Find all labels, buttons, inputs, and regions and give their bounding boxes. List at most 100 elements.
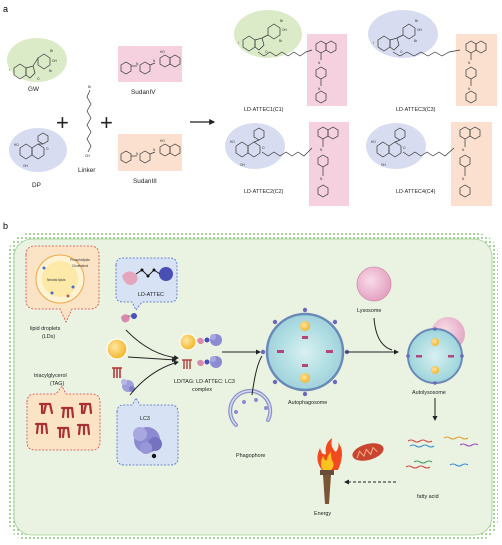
panel-a-label: a [3, 4, 8, 14]
sudan-iii-box [118, 134, 182, 171]
linker-oh: OH [85, 154, 90, 158]
arrow-lysosome-join [373, 317, 393, 351]
ld-attec-label: LD-ATTEC [138, 292, 164, 298]
linker-label: Linker [78, 167, 96, 174]
tag-icon [112, 367, 122, 378]
c4-n1: N [462, 148, 465, 152]
attec-blue-head [159, 267, 173, 281]
linker-br: Br [88, 85, 92, 89]
tag-zoom-bubble [26, 385, 101, 451]
ld-tag-attec-lc3-complex [179, 333, 222, 369]
c2-o: O [262, 146, 265, 150]
attec-pink-head [122, 271, 138, 285]
energy-torch-icon [317, 438, 342, 504]
autolysosome [406, 317, 465, 385]
tag-label-l2: (TAG) [50, 381, 64, 387]
sudan-iv-molecule: N N HO [118, 46, 182, 82]
gw-br-top: Br [50, 49, 54, 53]
c1-n1: N [318, 61, 321, 65]
product-c3-label: LD·ATTEC3(C3) [396, 107, 436, 113]
product-c4: HO OH O N N [366, 122, 492, 206]
c2-oh: OH [240, 163, 245, 167]
sudan-iii-molecule: N N HO [118, 134, 182, 171]
dp-ho: HO [14, 143, 19, 147]
ld-zoom-bubble: Neutral lipids Phospholipids Cholesterol [25, 245, 100, 323]
c1-br-top: Br [280, 19, 284, 23]
product-c3: I Br OH Br O N N [368, 10, 497, 106]
c4-o: O [403, 146, 406, 150]
dp-o: O [46, 147, 49, 151]
complex-label-l2: complex [192, 387, 212, 393]
energy-label: Energy [314, 511, 331, 517]
tag-label-l1: triacylglycerol [34, 373, 67, 379]
c4-oh: OH [381, 163, 386, 167]
lipid-droplets-label-l2: (LDs) [42, 334, 55, 340]
product-c1: I Br OH Br O N N [234, 10, 347, 106]
c2-n1: N [320, 148, 323, 152]
phospholipids-label: Phospholipids [70, 258, 90, 262]
fatty-acid-chains [405, 436, 479, 469]
c4-dp-highlight [366, 123, 426, 169]
phagophore-label: Phagophore [236, 453, 265, 459]
c4-n2: N [462, 177, 465, 181]
ld-attec-bubble: LD-ATTEC [115, 257, 178, 311]
sudan-iii-n2: N [153, 148, 156, 152]
dp-label: DP [32, 182, 41, 189]
neutral-lipids-label: Neutral lipids [47, 278, 66, 282]
cholesterol-label: Cholesterol [72, 264, 88, 268]
c4-sudan-box [451, 122, 492, 206]
lc3-bubble: LC3 [116, 397, 179, 466]
c1-br-bottom: Br [279, 39, 283, 43]
c1-o: O [265, 50, 268, 54]
c2-sudan-box [309, 122, 349, 206]
sudan-iv-n2: N [153, 59, 156, 63]
sudan-iv-box [118, 46, 182, 82]
c3-o: O [400, 50, 403, 54]
lysosome [356, 266, 392, 302]
linker-molecule: Br OH Linker [78, 85, 96, 174]
c3-oh: OH [417, 28, 422, 32]
autolysosome-label: Autolysosome [412, 390, 446, 396]
autophagosome-label: Autophagosome [288, 400, 327, 406]
gw-oh: OH [52, 59, 57, 63]
arrow-lc3-to-complex [129, 360, 179, 396]
c4-ho: HO [371, 140, 376, 144]
fatty-acid-label: fatty acid [417, 494, 439, 500]
ld-attec-small-icon [121, 313, 137, 323]
product-c2: HO OH O N N [225, 122, 349, 206]
dp-molecule: HO OH O DP [9, 128, 67, 189]
c3-n2: N [468, 87, 471, 91]
lc3-label: LC3 [140, 416, 150, 422]
c1-oh: OH [282, 28, 287, 32]
plus-sign-2: + [100, 110, 113, 135]
lysosome-label: Lysosome [357, 308, 381, 314]
plus-sign-1: + [56, 110, 69, 135]
c3-i: I [373, 41, 374, 45]
panel-b-label: b [3, 221, 8, 231]
dp-oh: OH [23, 164, 28, 168]
complex-label-l1: LD/TAG: LD·ATTEC: LC3 [174, 379, 235, 385]
lipid-droplets-label-l1: lipid droplets [30, 326, 61, 332]
ld-core [42, 261, 78, 297]
phagophore [228, 388, 273, 427]
c1-sudan-box [307, 34, 347, 106]
dp-highlight [9, 128, 67, 172]
autophagosome [260, 307, 350, 397]
sudan-iii-ho: HO [160, 139, 165, 143]
product-c1-label: LD·ATTEC1(C1) [244, 107, 284, 113]
c2-ho: HO [230, 140, 235, 144]
gw-o: O [37, 77, 40, 81]
gw-br-bottom: Br [49, 69, 53, 73]
sudan-iii-label: SudanIII [133, 178, 157, 185]
product-c2-label: LD·ATTEC2(C2) [244, 189, 284, 195]
lipid-droplet [106, 338, 128, 360]
c3-sudan-box [456, 34, 497, 106]
product-c4-label: LD·ATTEC4(C4) [396, 189, 436, 195]
arrow-ld-to-complex [127, 356, 177, 363]
c1-i: I [238, 41, 239, 45]
c1-n2: N [318, 87, 321, 91]
c3-br-bottom: Br [414, 39, 418, 43]
sudan-iv-n1: N [136, 62, 139, 66]
mitochondrion-icon [352, 443, 384, 461]
